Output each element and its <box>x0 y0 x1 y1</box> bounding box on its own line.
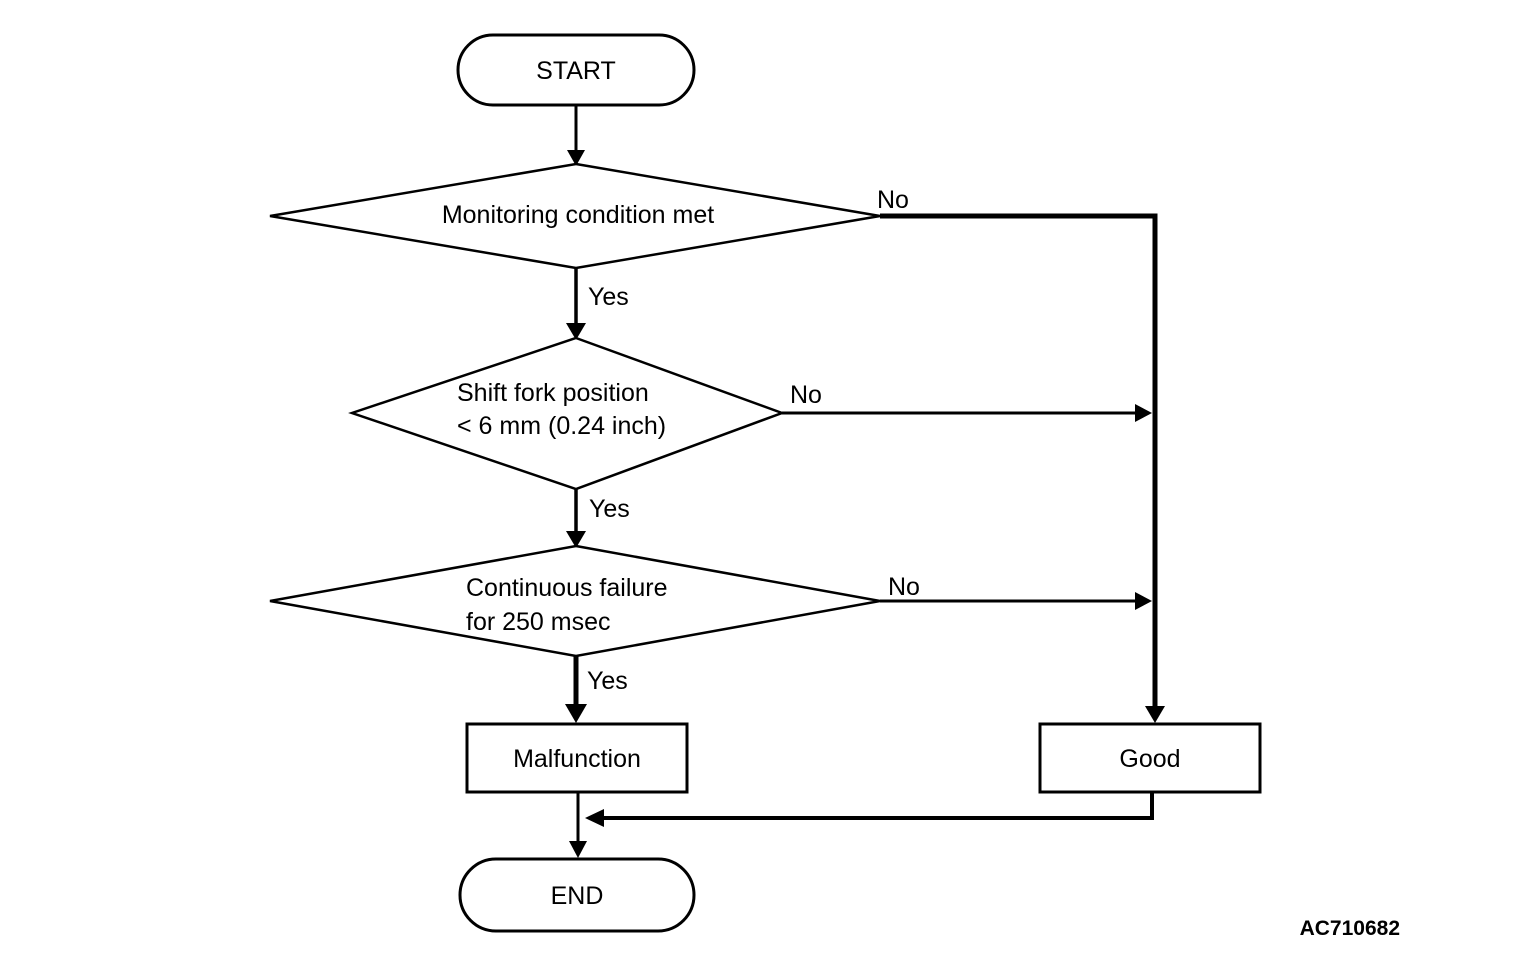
arrowhead-into-end <box>569 841 587 858</box>
figure-code: AC710682 <box>1300 917 1400 940</box>
arrowhead-into-malfunction <box>565 704 587 723</box>
decision-continuous-failure-label-line2: for 250 msec <box>466 608 611 636</box>
edge-label-monitoring-yes: Yes <box>588 283 629 311</box>
arrowhead-into-good <box>1145 706 1165 723</box>
decision-shift-fork-label-line2: < 6 mm (0.24 inch) <box>457 412 666 440</box>
arrowhead-continuous-no-join <box>1135 592 1152 610</box>
start-node-label: START <box>536 57 616 85</box>
end-node-label: END <box>551 882 604 910</box>
decision-monitoring-label: Monitoring condition met <box>442 201 714 229</box>
edge-label-continuous-yes: Yes <box>587 667 628 695</box>
good-node-label: Good <box>1119 745 1180 773</box>
arrowhead-into-continuous-failure <box>566 531 586 548</box>
edge-label-shift-fork-yes: Yes <box>589 495 630 523</box>
arrowhead-into-monitoring <box>567 150 585 166</box>
edge-monitoring-no <box>880 213 1158 710</box>
decision-continuous-failure-label-line1: Continuous failure <box>466 574 668 602</box>
end-node <box>458 857 696 933</box>
edge-label-monitoring-no: No <box>877 186 909 214</box>
arrowhead-good-join <box>585 809 604 827</box>
good-node <box>1038 722 1262 794</box>
edge-label-shift-fork-no: No <box>790 381 822 409</box>
edge-label-continuous-no: No <box>888 573 920 601</box>
malfunction-node <box>465 722 689 794</box>
malfunction-node-label: Malfunction <box>513 745 641 773</box>
arrowhead-shift-fork-no-join <box>1135 404 1152 422</box>
edge-good-to-end <box>602 792 1154 820</box>
arrowhead-into-shift-fork <box>566 323 586 340</box>
decision-shift-fork-label-line1: Shift fork position <box>457 379 649 407</box>
